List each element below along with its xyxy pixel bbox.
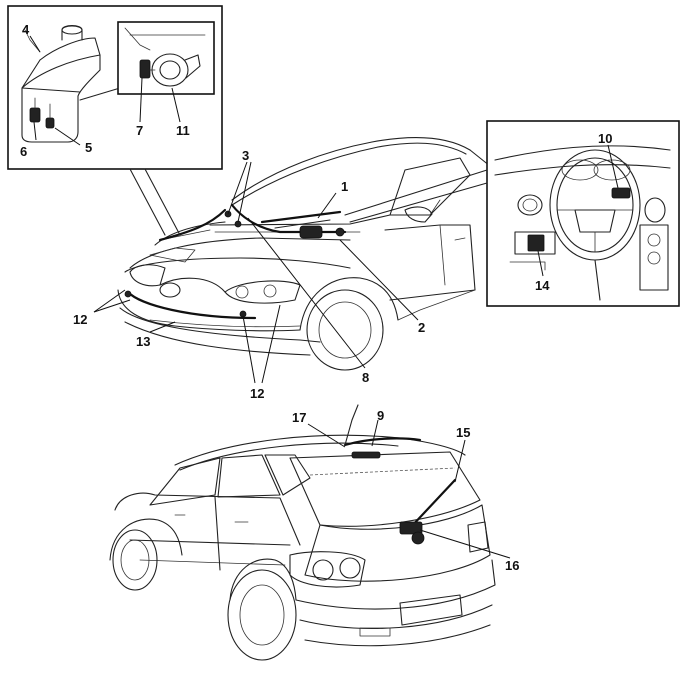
- callout-10: 10: [598, 131, 612, 146]
- callout-labels: 1 2 3 4 5 6 7 8 9 10 11 12 12 13 14 15 1…: [20, 22, 612, 573]
- callout-12-bottom: 12: [250, 386, 264, 401]
- callout-2: 2: [418, 320, 425, 335]
- callout-6: 6: [20, 144, 27, 159]
- callout-12-left: 12: [73, 312, 87, 327]
- callout-17: 17: [292, 410, 306, 425]
- callout-7: 7: [136, 123, 143, 138]
- inset-leader-line: [349, 182, 488, 223]
- callout-3: 3: [242, 148, 249, 163]
- callout-15: 15: [456, 425, 470, 440]
- inset-leader-line: [144, 168, 181, 236]
- dashboard-inset: [486, 120, 680, 307]
- washer-tank-inset: [7, 5, 223, 170]
- inset-leader-line: [344, 169, 488, 216]
- callout-5: 5: [85, 140, 92, 155]
- inset-leader-line: [129, 168, 166, 236]
- callout-4: 4: [22, 22, 30, 37]
- callout-11: 11: [176, 123, 190, 138]
- callout-leaders: [29, 35, 619, 559]
- callout-1: 1: [341, 179, 348, 194]
- callout-8: 8: [362, 370, 369, 385]
- rear-car-illustration: [109, 404, 496, 661]
- callout-16: 16: [505, 558, 519, 573]
- callout-9: 9: [377, 408, 384, 423]
- front-car-illustration: [117, 136, 496, 371]
- callout-13: 13: [136, 334, 150, 349]
- callout-14: 14: [535, 278, 550, 293]
